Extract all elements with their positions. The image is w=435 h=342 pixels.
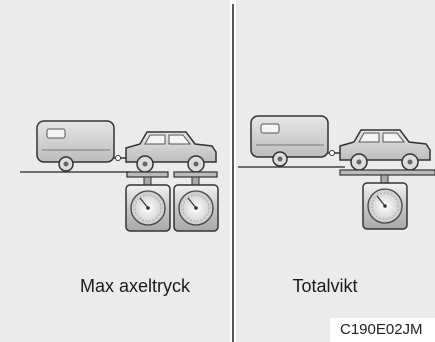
car-icon	[125, 131, 217, 173]
right-illustration	[238, 115, 435, 230]
scale-platform	[339, 169, 435, 176]
scale-platform	[173, 171, 218, 178]
left-illustration	[20, 120, 219, 232]
scale-icon	[362, 174, 408, 230]
scale-icon	[125, 176, 171, 232]
scale-icon	[173, 176, 219, 232]
left-caption: Max axeltryck	[79, 276, 191, 296]
figure-code: C190E02JM	[340, 321, 423, 338]
scale-platform	[126, 171, 169, 178]
caravan-icon	[250, 115, 340, 167]
car-icon	[339, 129, 431, 171]
caravan-icon	[36, 120, 126, 172]
right-caption: Totalvikt	[292, 276, 358, 296]
